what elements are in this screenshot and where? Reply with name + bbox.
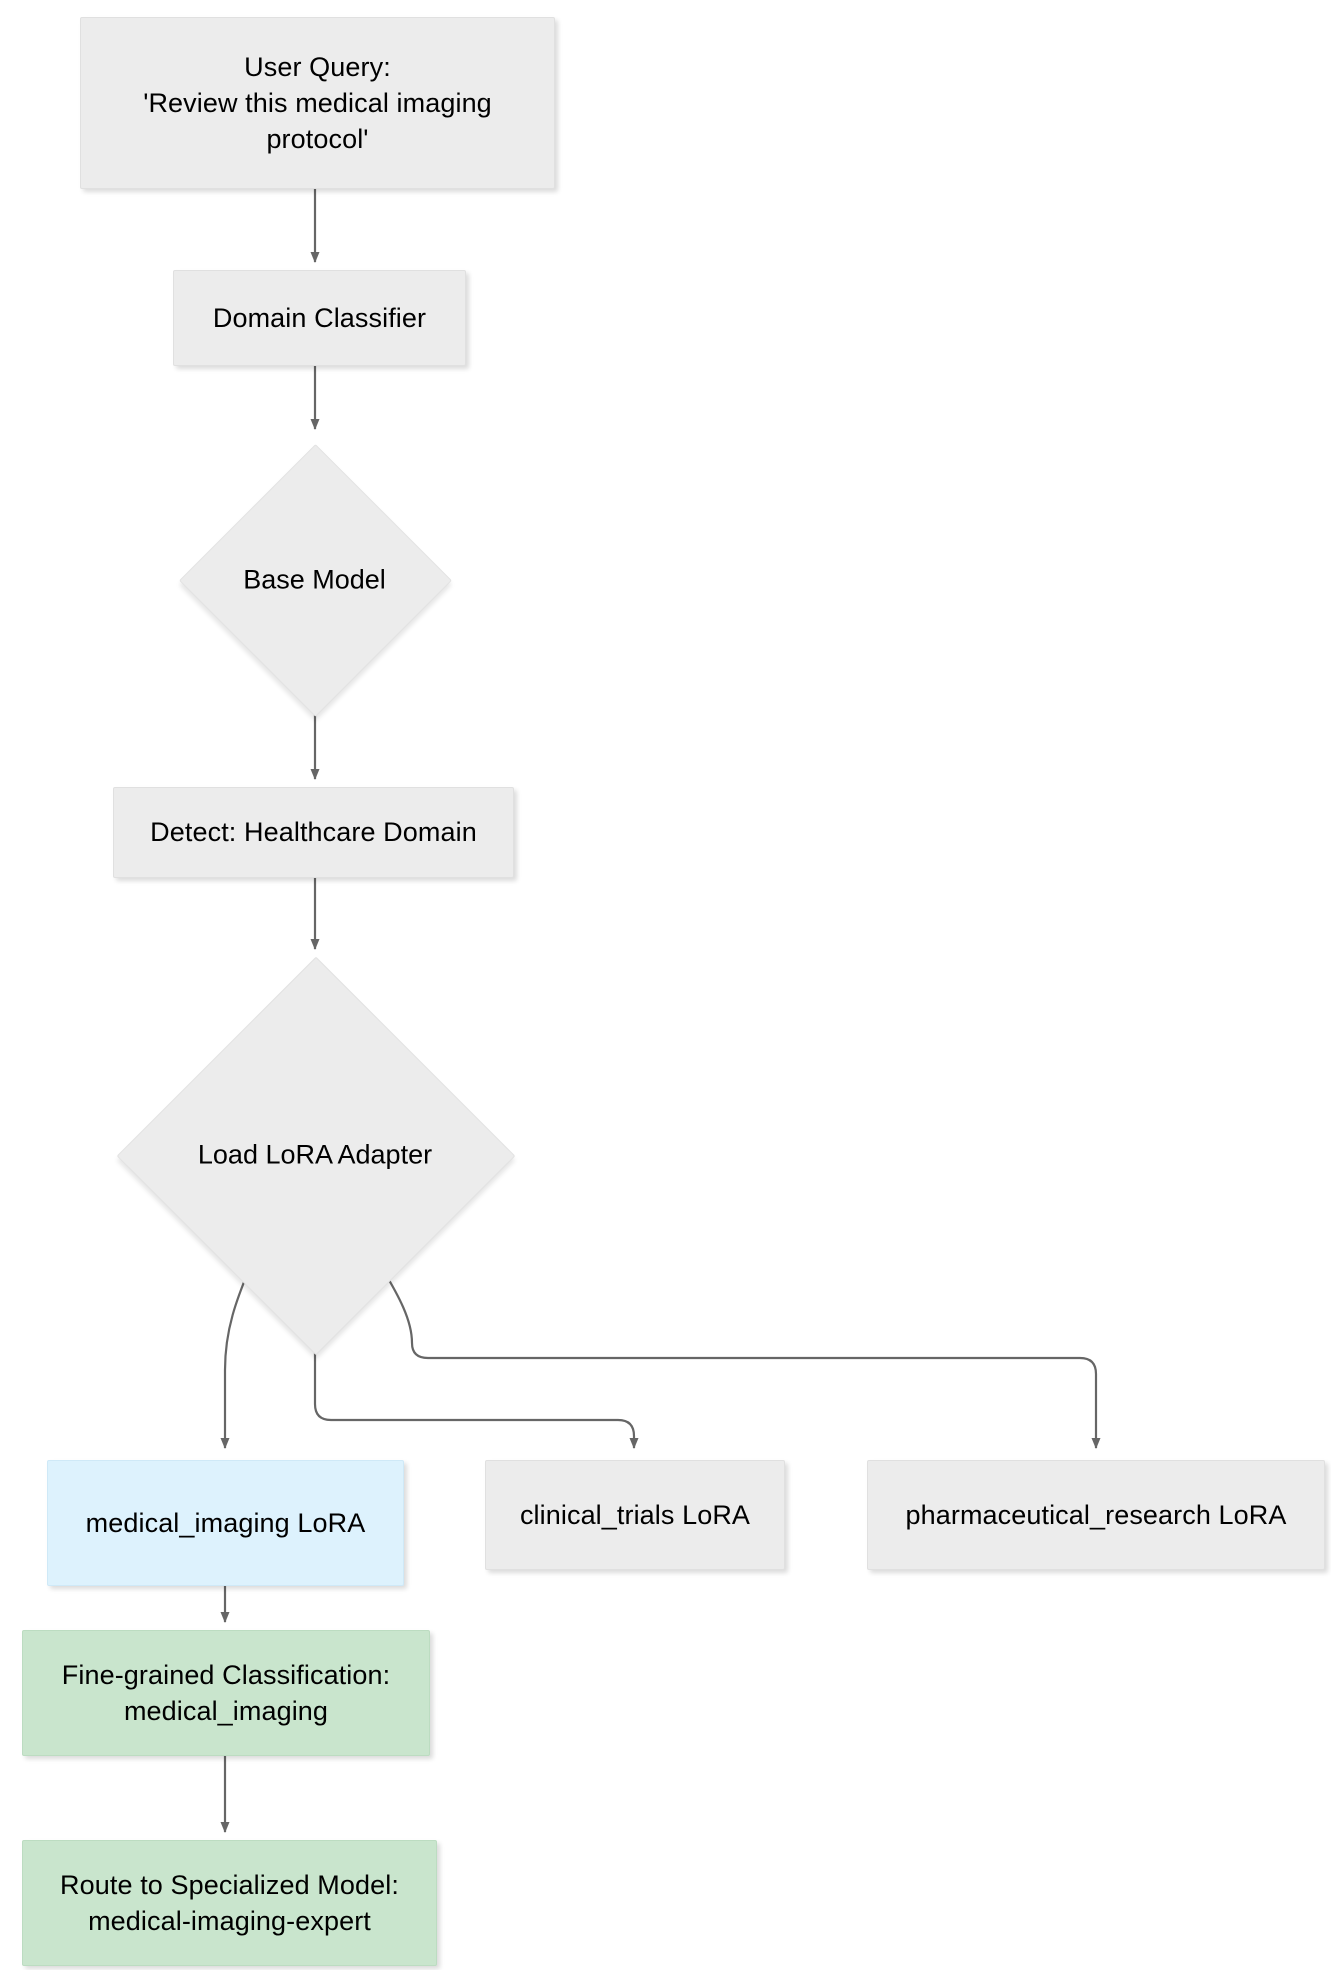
node-load-lora-adapter[interactable]: Load LoRA Adapter (116, 956, 516, 1356)
node-fine-grained-classification[interactable]: Fine-grained Classification: medical_ima… (22, 1630, 430, 1756)
node-detect-domain-label: Detect: Healthcare Domain (150, 817, 477, 848)
node-domain-classifier-label: Domain Classifier (212, 302, 427, 333)
node-clinical-trials-lora-label: clinical_trials LoRA (519, 1499, 751, 1530)
node-clinical-trials-lora[interactable]: clinical_trials LoRA (485, 1460, 785, 1570)
node-route-to-specialized-model-label: Route to Specialized Model: medical-imag… (60, 1869, 399, 1936)
node-pharmaceutical-research-lora-label: pharmaceutical_research LoRA (905, 1499, 1287, 1530)
node-base-model[interactable]: Base Model (179, 444, 452, 717)
node-user-query[interactable]: User Query: 'Review this medical imaging… (80, 17, 555, 189)
node-detect-domain[interactable]: Detect: Healthcare Domain (113, 787, 514, 878)
node-route-to-specialized-model[interactable]: Route to Specialized Model: medical-imag… (22, 1840, 437, 1966)
node-pharmaceutical-research-lora[interactable]: pharmaceutical_research LoRA (867, 1460, 1325, 1570)
node-load-lora-adapter-label: Load LoRA Adapter (197, 1139, 433, 1170)
edge-load-lora-to-pharmaceutical-research (376, 1259, 1101, 1449)
node-base-model-label: Base Model (243, 564, 386, 594)
node-fine-grained-classification-label: Fine-grained Classification: medical_ima… (61, 1659, 391, 1726)
node-medical-imaging-lora[interactable]: medical_imaging LoRA (47, 1460, 404, 1586)
node-user-query-label: User Query: 'Review this medical imaging… (143, 51, 492, 155)
node-domain-classifier[interactable]: Domain Classifier (173, 270, 466, 366)
edge-load-lora-to-clinical-trials (313, 1292, 639, 1449)
node-medical-imaging-lora-label: medical_imaging LoRA (85, 1507, 366, 1538)
